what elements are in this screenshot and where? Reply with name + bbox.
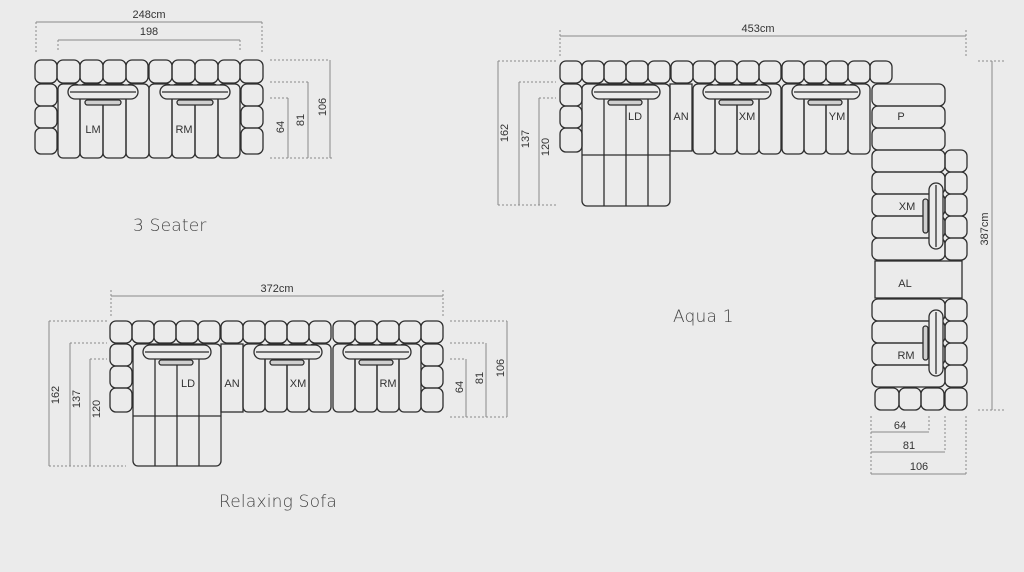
three-seater-depth-106: 106 xyxy=(317,97,329,117)
module-label-rm-side: RM xyxy=(897,350,915,362)
three-seater-width-total: 248cm xyxy=(132,9,166,21)
aqua-1-caption: Aqua 1 xyxy=(673,307,734,327)
module-label-p: P xyxy=(897,111,905,123)
three-seater-depth-64: 64 xyxy=(275,120,287,134)
relaxing-depth-81: 81 xyxy=(474,371,486,385)
module-label-al: AL xyxy=(898,278,912,290)
aqua-depth-81: 81 xyxy=(902,440,916,452)
relaxing-depth-106: 106 xyxy=(495,358,507,378)
module-label-ld: LD xyxy=(627,111,643,123)
module-label-rm: RM xyxy=(379,378,397,390)
module-label-lm: LM xyxy=(85,124,101,136)
three-seater-depth-81: 81 xyxy=(295,113,307,127)
module-label-xm-side: XM xyxy=(898,201,916,213)
aqua-depth-64: 64 xyxy=(893,420,907,432)
three-seater-caption: 3 Seater xyxy=(133,216,207,236)
module-label-xm: XM xyxy=(738,111,756,123)
relaxing-sofa-caption: Relaxing Sofa xyxy=(219,492,338,512)
aqua-depth-120: 120 xyxy=(540,137,552,157)
module-label-xm: XM xyxy=(289,378,307,390)
module-label-ym: YM xyxy=(828,111,846,123)
module-label-rm: RM xyxy=(175,124,193,136)
relaxing-depth-162: 162 xyxy=(50,385,62,405)
aqua-depth-137: 137 xyxy=(520,129,532,149)
module-label-an: AN xyxy=(673,111,689,123)
relaxing-sofa-plan xyxy=(109,320,444,467)
relaxing-depth-120: 120 xyxy=(91,399,103,419)
three-seater-width-inner: 198 xyxy=(139,26,159,38)
aqua-depth-106: 106 xyxy=(909,461,929,473)
aqua-1-plan xyxy=(559,60,968,411)
aqua-width-total: 453cm xyxy=(741,23,775,35)
relaxing-depth-137: 137 xyxy=(71,389,83,409)
three-seater-plan xyxy=(34,59,264,159)
module-label-ld: LD xyxy=(180,378,196,390)
relaxing-depth-64: 64 xyxy=(454,380,466,394)
aqua-height-total: 387cm xyxy=(979,212,991,246)
aqua-depth-162: 162 xyxy=(499,123,511,143)
relaxing-width-total: 372cm xyxy=(260,283,294,295)
dimension-lines xyxy=(35,21,1004,475)
module-label-an: AN xyxy=(224,378,240,390)
